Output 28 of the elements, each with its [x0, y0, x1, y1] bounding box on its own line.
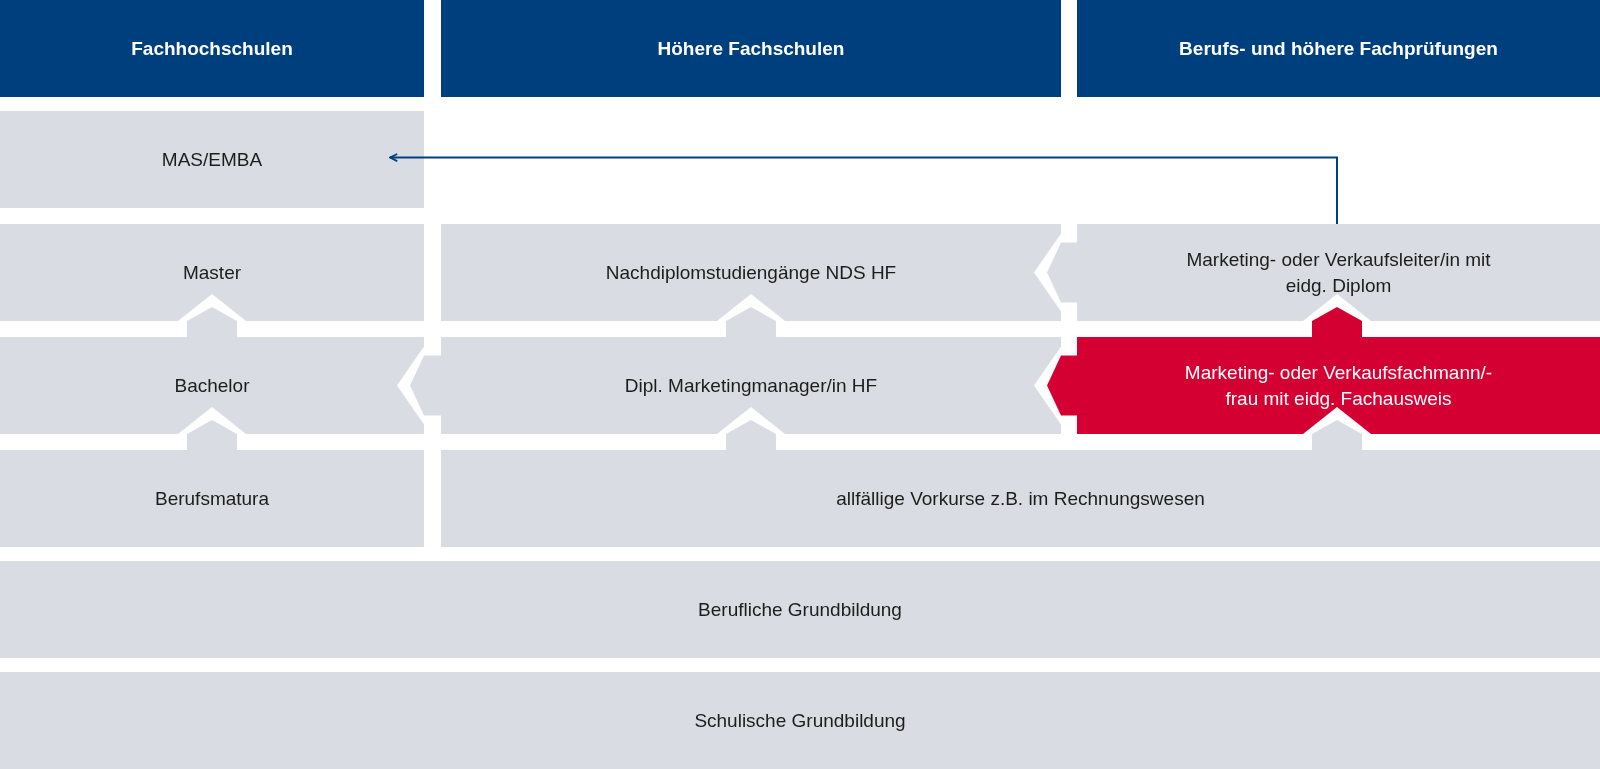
column-header [1077, 0, 1600, 97]
education-box [0, 672, 1600, 769]
education-box [0, 337, 424, 434]
education-box [441, 450, 1600, 547]
education-box [441, 224, 1061, 321]
box-label: Schulische Grundbildung [694, 708, 906, 733]
box-label: Marketing- oder Verkaufsleiter/in mit eidg. Diplom [1185, 247, 1492, 298]
education-box [0, 111, 424, 208]
box-label: MAS/EMBA [161, 147, 263, 172]
box-label: Bachelor [174, 373, 250, 398]
education-box [1077, 337, 1600, 434]
box-label: allfällige Vorkurse z.B. im Rechnungswesen [836, 486, 1205, 511]
box-label: Nachdiplomstudiengänge NDS HF [605, 260, 897, 285]
column-header [441, 0, 1061, 97]
box-label: Dipl. Marketingmanager/in HF [624, 373, 878, 398]
education-box [0, 561, 1600, 658]
column-header [0, 0, 424, 97]
box-label: Berufliche Grundbildung [698, 597, 902, 622]
education-box [0, 450, 424, 547]
box-label: Marketing- oder Verkaufsfachmann/-frau mit eidg. Fachausweis [1183, 360, 1494, 411]
header-text: Fachhochschulen [131, 36, 293, 61]
box-label: Master [182, 260, 242, 285]
header-text: Höhere Fachschulen [657, 36, 845, 61]
education-box [0, 224, 424, 321]
header-text: Berufs- und höhere Fachprüfungen [1179, 36, 1498, 61]
arrow [389, 153, 1338, 225]
box-label: Berufsmatura [154, 486, 269, 511]
education-box [1077, 224, 1600, 321]
